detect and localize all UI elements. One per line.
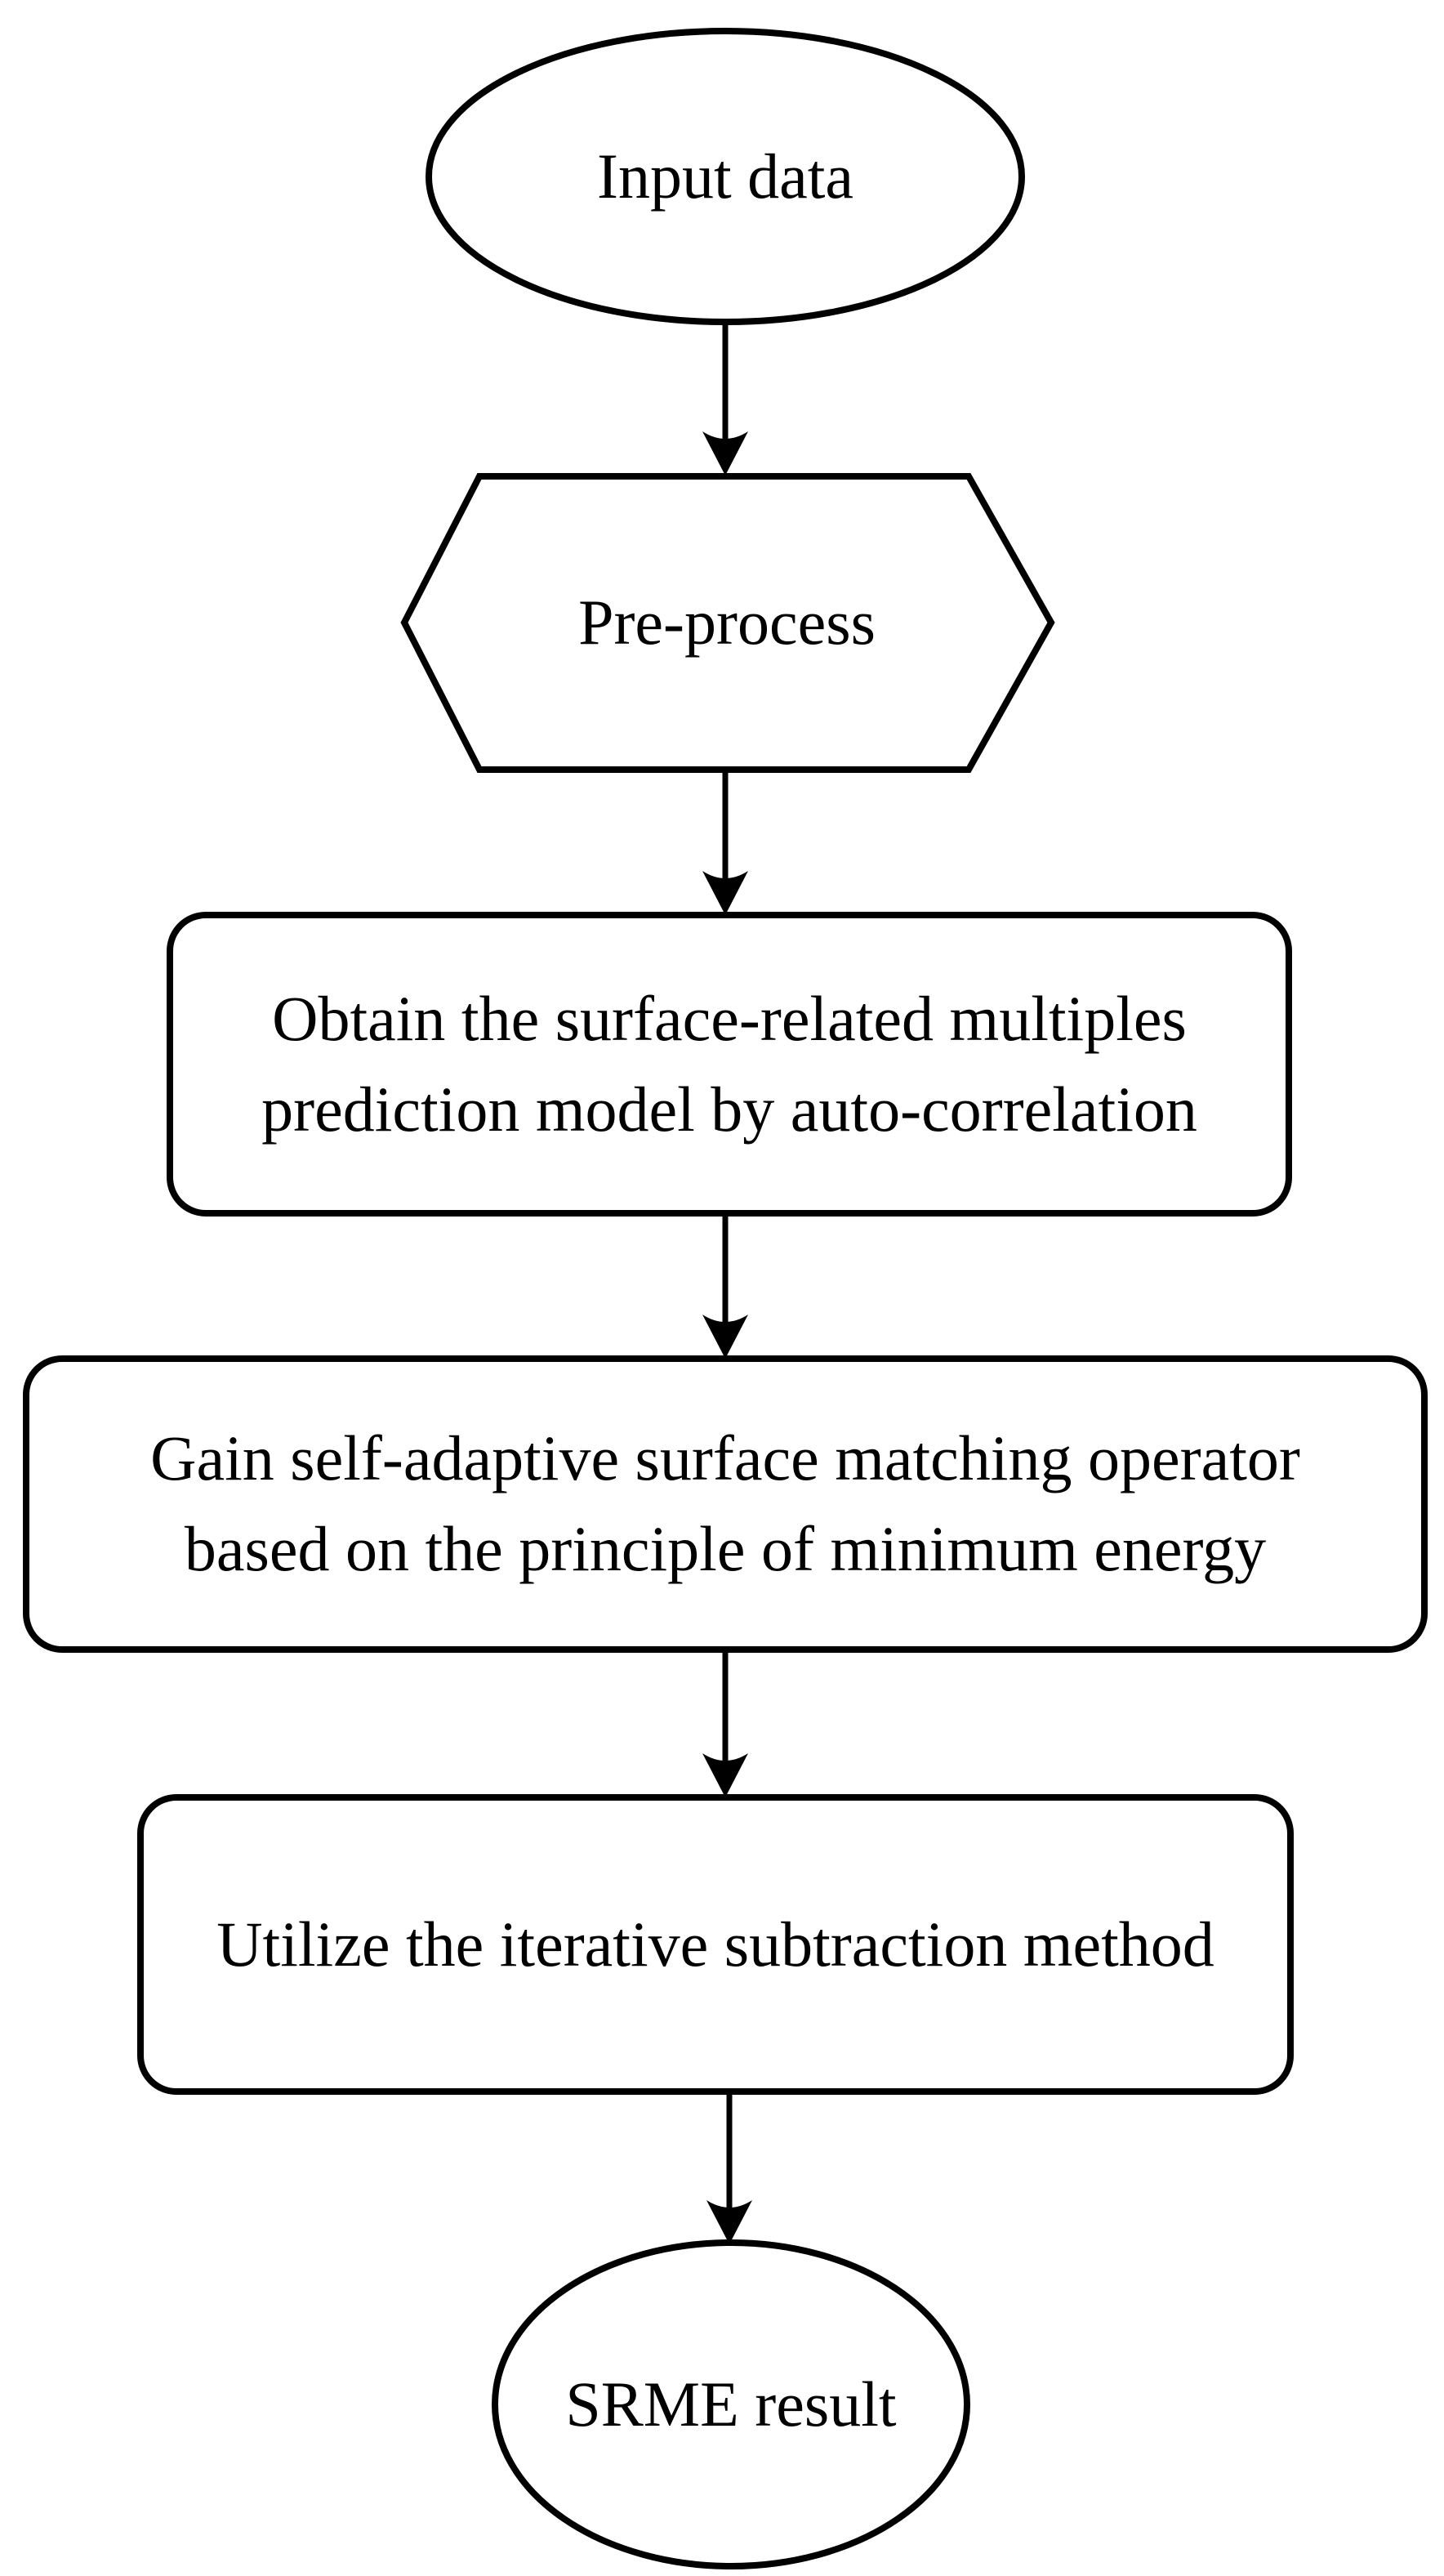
node-pre-process: Pre-process — [578, 587, 876, 659]
node-input-data: Input data — [596, 140, 854, 212]
box-obtain-prediction-model — [167, 912, 1292, 1217]
ellipse-srme-result — [492, 2239, 970, 2569]
arrow-gain-to-iterative — [702, 1648, 748, 1797]
arrow-obtain-to-gain — [702, 1212, 748, 1359]
arrow-iterative-to-srme — [706, 2090, 752, 2244]
arrow-preprocess-to-obtain — [702, 768, 748, 915]
node-obtain-prediction-model: Obtain the surface-related multiples pre… — [261, 982, 1197, 1145]
arrow-input-to-preprocess — [702, 320, 748, 475]
node-srme-result: SRME result — [565, 2368, 897, 2440]
hexagon-pre-process — [400, 473, 1055, 773]
node-gain-matching-operator: Gain self-adaptive surface matching oper… — [150, 1422, 1300, 1584]
box-iterative-subtraction — [137, 1794, 1294, 2095]
node-iterative-subtraction: Utilize the iterative subtraction method — [216, 1908, 1214, 1980]
